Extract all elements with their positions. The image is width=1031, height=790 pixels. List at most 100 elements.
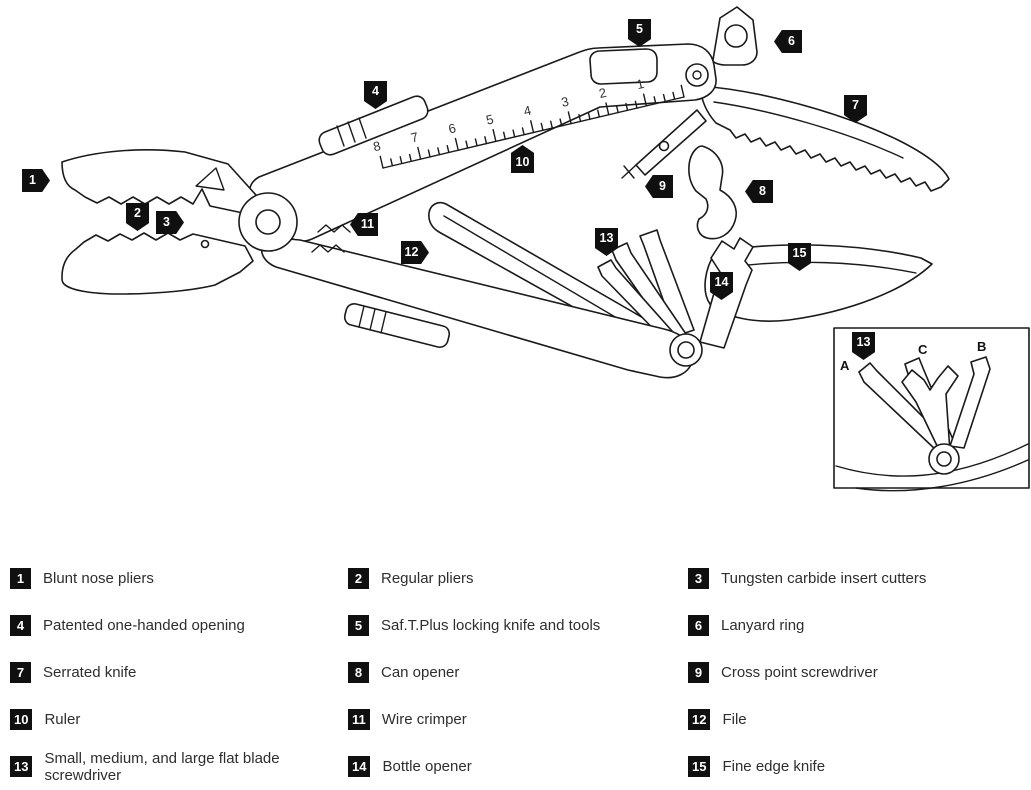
callout-marker-label: 6 <box>788 34 795 49</box>
inset-letter-B: B <box>977 339 987 354</box>
legend-number-badge: 7 <box>10 662 31 683</box>
legend-label: Can opener <box>381 664 460 681</box>
legend-item-8: 8 Can opener <box>348 662 688 683</box>
ruler-number: 5 <box>485 111 495 127</box>
callout-marker-label: 2 <box>134 206 141 221</box>
cross-point-screwdriver <box>621 109 707 179</box>
legend-item-10: 10 Ruler <box>10 709 348 730</box>
callout-marker-6: 6 <box>774 30 802 53</box>
callout-marker-4: 4 <box>364 81 387 109</box>
callout-marker-13-inset: 13 <box>852 332 875 360</box>
legend-label: Wire crimper <box>381 711 467 728</box>
ruler-number: 3 <box>560 94 570 110</box>
legend-label: Bottle opener <box>382 758 472 775</box>
ruler: 8 7 6 5 4 3 2 1 <box>372 76 685 169</box>
lower-handle <box>260 237 703 379</box>
can-opener-tool <box>688 145 737 240</box>
callout-marker-label: 4 <box>372 84 379 99</box>
callout-marker-5: 5 <box>628 19 651 47</box>
legend-item-5: 5 Saf.T.Plus locking knife and tools <box>348 615 688 636</box>
inset-letter-A: A <box>840 358 850 373</box>
legend-number-badge: 1 <box>10 568 31 589</box>
callout-marker-label: 15 <box>792 246 807 261</box>
legend-number-badge: 9 <box>688 662 709 683</box>
legend-item-6: 6 Lanyard ring <box>688 615 1031 636</box>
callout-marker-7: 7 <box>844 95 867 123</box>
legend-item-13: 13 Small, medium, and large flat blade sc… <box>10 750 348 784</box>
callout-marker-label: 8 <box>759 184 766 199</box>
legend-label: Small, medium, and large flat blade scre… <box>44 749 280 784</box>
pliers-head <box>61 149 298 295</box>
legend-label: Serrated knife <box>43 664 137 681</box>
callout-marker-label: 7 <box>852 98 859 113</box>
ruler-number: 2 <box>597 85 607 101</box>
callout-marker-14: 14 <box>710 272 733 300</box>
legend-label: Saf.T.Plus locking knife and tools <box>381 617 601 634</box>
legend-number-badge: 11 <box>348 709 370 730</box>
legend-item-11: 11 Wire crimper <box>348 709 688 730</box>
callout-marker-label: 13 <box>856 335 871 350</box>
callout-marker-8: 8 <box>745 180 773 203</box>
legend-item-1: 1 Blunt nose pliers <box>10 568 348 589</box>
ruler-number: 8 <box>372 138 382 154</box>
legend-number-badge: 14 <box>348 756 371 777</box>
inset-letter-C: C <box>918 342 928 357</box>
multitool-line-drawing: 8 7 6 5 4 3 2 1 <box>61 6 1030 492</box>
legend-label: Fine edge knife <box>722 758 826 775</box>
callout-marker-label: 3 <box>163 215 170 230</box>
legend: 1 Blunt nose pliers 2 Regular pliers 3 Tungst… <box>10 555 1031 790</box>
legend-number-badge: 12 <box>688 709 711 730</box>
ruler-number: 7 <box>409 129 419 145</box>
callout-marker-label: 12 <box>404 245 419 260</box>
callout-marker-3: 3 <box>156 211 184 234</box>
wire-crimper <box>311 224 351 253</box>
legend-item-9: 9 Cross point screwdriver <box>688 662 1031 683</box>
callout-marker-label: 1 <box>29 173 36 188</box>
legend-item-15: 15 Fine edge knife <box>688 756 1031 777</box>
callout-marker-2: 2 <box>126 203 149 231</box>
callout-marker-label: 9 <box>659 179 666 194</box>
serrated-knife-blade <box>699 85 950 192</box>
callout-marker-10: 10 <box>511 145 534 173</box>
callout-marker-label: 14 <box>714 275 729 290</box>
legend-number-badge: 8 <box>348 662 369 683</box>
callout-marker-label: 11 <box>360 217 375 232</box>
flat-blade-screwdrivers <box>597 229 695 345</box>
legend-item-14: 14 Bottle opener <box>348 756 688 777</box>
legend-number-badge: 15 <box>688 756 711 777</box>
legend-label: Ruler <box>44 711 81 728</box>
legend-number-badge: 5 <box>348 615 369 636</box>
legend-label: File <box>722 711 747 728</box>
callout-marker-11: 11 <box>350 213 378 236</box>
legend-item-2: 2 Regular pliers <box>348 568 688 589</box>
legend-label: Patented one-handed opening <box>43 617 245 634</box>
callout-marker-13: 13 <box>595 228 618 256</box>
legend-number-badge: 4 <box>10 615 31 636</box>
one-hand-opening-slider-upper <box>318 95 429 156</box>
legend-label: Blunt nose pliers <box>43 570 154 587</box>
legend-item-3: 3 Tungsten carbide insert cutters <box>688 568 1031 589</box>
legend-number-badge: 3 <box>688 568 709 589</box>
legend-number-badge: 13 <box>10 756 33 777</box>
callout-marker-label: 10 <box>515 155 530 170</box>
ruler-number: 6 <box>447 120 457 136</box>
legend-number-badge: 2 <box>348 568 369 589</box>
ruler-number: 4 <box>522 103 532 119</box>
legend-item-12: 12 File <box>688 709 1031 730</box>
callout-marker-label: 13 <box>599 231 614 246</box>
legend-label: Tungsten carbide insert cutters <box>721 570 927 587</box>
upper-handle: 8 7 6 5 4 3 2 1 <box>248 43 717 242</box>
legend-label: Lanyard ring <box>721 617 805 634</box>
ruler-number: 1 <box>635 76 645 92</box>
callout-marker-1: 1 <box>22 169 50 192</box>
legend-label: Regular pliers <box>381 570 474 587</box>
legend-number-badge: 6 <box>688 615 709 636</box>
legend-item-7: 7 Serrated knife <box>10 662 348 683</box>
one-hand-opening-slider-lower <box>343 303 451 348</box>
callout-marker-9: 9 <box>645 175 673 198</box>
legend-number-badge: 10 <box>10 709 33 730</box>
legend-label: Cross point screwdriver <box>721 664 878 681</box>
diagram-area: 8 7 6 5 4 3 2 1 <box>22 6 1030 492</box>
lanyard-ring <box>712 6 758 66</box>
